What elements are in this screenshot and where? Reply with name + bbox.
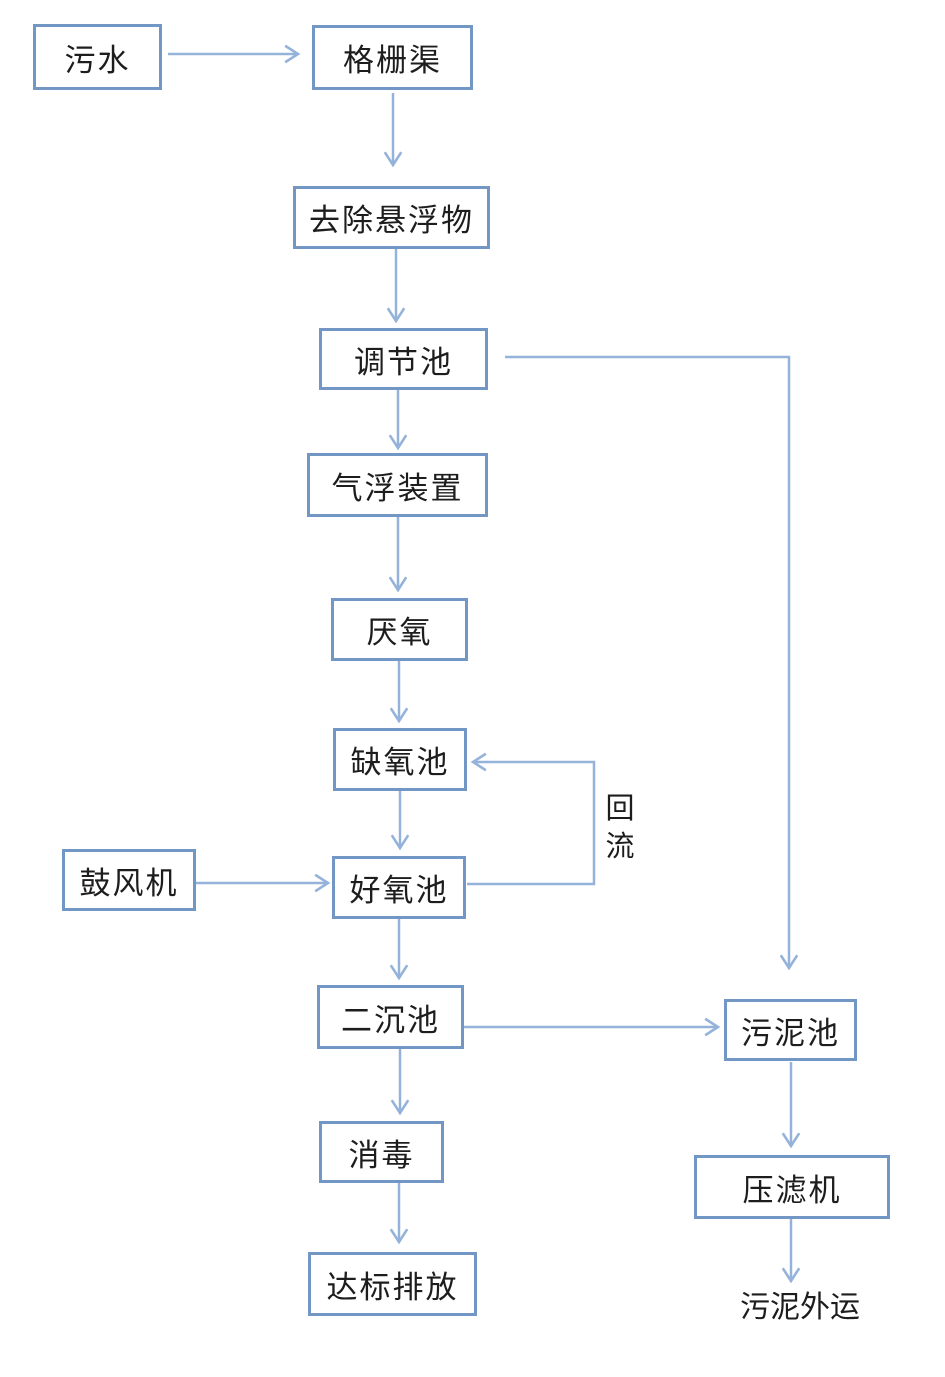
edge-haoyangchi-to-queyangchi xyxy=(467,752,596,886)
node-gufengji: 鼓风机 xyxy=(62,849,196,911)
node-label-haoyangchi: 好氧池 xyxy=(349,873,449,909)
node-label-xiaodu: 消毒 xyxy=(348,1137,415,1174)
node-wunichi: 污泥池 xyxy=(724,999,857,1061)
node-label-quchu: 去除悬浮物 xyxy=(309,203,474,239)
node-label-yanyang: 厌氧 xyxy=(366,615,433,651)
node-label-erchenchi: 二沉池 xyxy=(341,1002,440,1039)
node-geshanqu: 格栅渠 xyxy=(312,25,473,90)
node-queyangchi: 缺氧池 xyxy=(333,728,467,791)
label-wuniwaiyun: 污泥外运 xyxy=(740,1290,860,1325)
node-erchenchi: 二沉池 xyxy=(317,985,464,1049)
node-dabiao: 达标排放 xyxy=(308,1252,477,1316)
node-label-tiaojiechi: 调节池 xyxy=(354,344,453,381)
node-label-gufengji: 鼓风机 xyxy=(79,865,179,902)
node-quchu: 去除悬浮物 xyxy=(293,186,490,249)
label-huiliu: 回流 xyxy=(605,791,635,863)
node-label-wushui: 污水 xyxy=(64,42,131,79)
node-haoyangchi: 好氧池 xyxy=(332,856,466,919)
node-label-queyangchi: 缺氧池 xyxy=(350,745,450,781)
node-yalvji: 压滤机 xyxy=(694,1155,890,1219)
node-wushui: 污水 xyxy=(33,24,162,90)
node-label-dabiao: 达标排放 xyxy=(326,1269,459,1306)
node-label-wunichi: 污泥池 xyxy=(741,1015,840,1052)
node-qifu: 气浮装置 xyxy=(307,453,488,517)
node-label-geshanqu: 格栅渠 xyxy=(343,43,442,79)
node-label-qifu: 气浮装置 xyxy=(331,470,464,507)
node-xiaodu: 消毒 xyxy=(319,1121,444,1183)
edge-tiaojiechi-to-wunichi xyxy=(505,355,799,971)
node-yanyang: 厌氧 xyxy=(331,598,468,661)
node-label-yalvji: 压滤机 xyxy=(742,1172,842,1209)
node-tiaojiechi: 调节池 xyxy=(319,328,488,390)
